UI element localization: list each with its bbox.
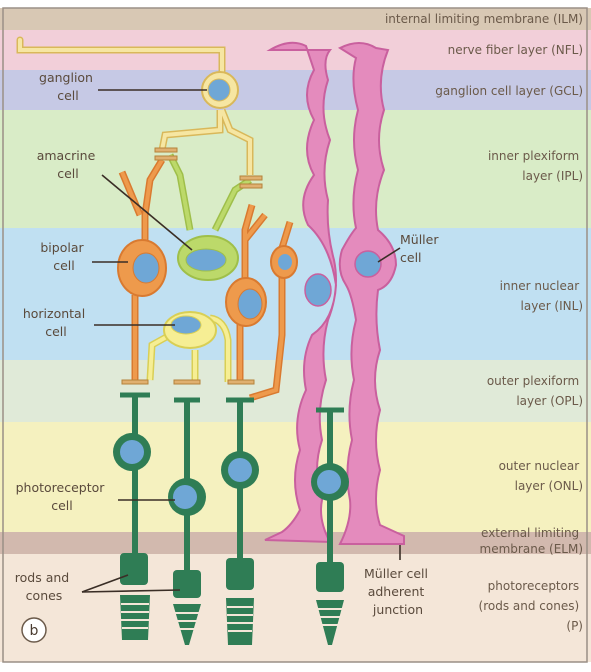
layer-label-ipl: inner plexiform layer (IPL) <box>488 149 583 183</box>
band-elm <box>0 532 591 554</box>
layer-label-elm: external limiting membrane (ELM) <box>480 526 583 556</box>
photoreceptor-3 <box>221 397 259 645</box>
muller-cells <box>264 41 405 545</box>
photoreceptor-nucleus-4 <box>317 470 341 494</box>
cell-labels: ganglion cell amacrine cell bipolar cell… <box>15 70 442 617</box>
layer-bands <box>0 8 591 662</box>
figure-frame <box>2 7 588 663</box>
photoreceptor-4 <box>311 407 349 645</box>
layer-label-inl: inner nuclear layer (INL) <box>500 279 583 313</box>
layer-labels: internal limiting membrane (ILM) nerve f… <box>385 12 583 633</box>
panel-letter: b <box>30 623 39 639</box>
label-ganglion-cell: ganglion cell <box>39 70 97 103</box>
label-bipolar-cell: bipolar cell <box>40 240 87 273</box>
ganglion-nucleus <box>207 78 231 102</box>
layer-label-opl: outer plexiform layer (OPL) <box>487 374 583 408</box>
photoreceptor-nucleus-3 <box>228 458 252 482</box>
muller-left-nucleus <box>304 273 332 307</box>
muller-cell-right <box>337 42 405 545</box>
horizontal-cell <box>146 311 232 382</box>
band-ilm <box>0 8 591 30</box>
synapse-marks <box>121 147 263 385</box>
band-opl <box>0 360 591 422</box>
ganglion-cell <box>16 36 254 175</box>
panel-letter-badge: b <box>21 617 47 643</box>
band-photoreceptors <box>0 554 591 662</box>
label-rods-and-cones: rods and cones <box>15 570 73 603</box>
photoreceptor-nucleus-2 <box>173 485 197 509</box>
label-muller-adherent-junction: Müller cell adherent junction <box>364 566 432 617</box>
photoreceptor-1 <box>113 392 151 640</box>
leader-amacrine <box>101 174 193 251</box>
leader-rods <box>81 574 129 593</box>
photoreceptor-nucleus-1 <box>120 440 144 464</box>
horizontal-nucleus <box>170 315 202 335</box>
photoreceptors <box>113 392 349 645</box>
band-inl <box>0 228 591 360</box>
layer-label-onl: outer nuclear layer (ONL) <box>499 459 583 493</box>
photoreceptor-2 <box>168 397 206 645</box>
label-muller-cell: Müller cell <box>400 232 442 265</box>
muller-cell-left <box>264 41 338 544</box>
label-amacrine-cell: amacrine cell <box>37 148 100 181</box>
bipolar-cells <box>117 158 298 402</box>
label-horizontal-cell: horizontal cell <box>23 306 89 339</box>
bipolar-nucleus-2 <box>237 288 263 320</box>
band-ipl <box>0 110 591 228</box>
amacrine-cell <box>166 153 252 281</box>
label-photoreceptor-cell: photoreceptor cell <box>16 480 109 513</box>
layer-label-gcl: ganglion cell layer (GCL) <box>435 84 583 98</box>
layer-label-nfl: nerve fiber layer (NFL) <box>448 43 583 57</box>
amacrine-nucleus <box>185 248 227 272</box>
layer-label-photoreceptors: photoreceptors (rods and cones) (P) <box>479 579 583 633</box>
leader-lines <box>81 89 401 593</box>
bipolar-nucleus-1 <box>132 252 160 284</box>
leader-muller <box>377 247 401 263</box>
bipolar-nucleus-3 <box>278 254 292 270</box>
layer-label-ilm: internal limiting membrane (ILM) <box>385 12 583 26</box>
muller-right-nucleus <box>354 250 382 278</box>
leader-cones <box>81 589 181 593</box>
